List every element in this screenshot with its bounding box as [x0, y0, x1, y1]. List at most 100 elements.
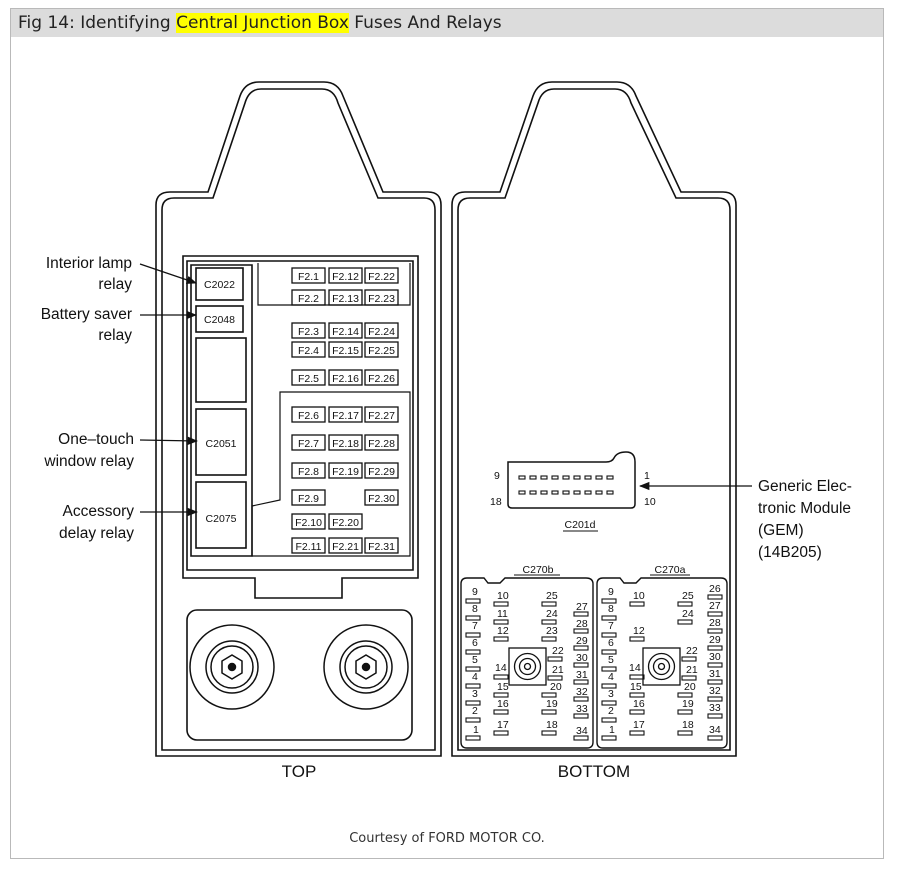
caption-bar: Fig 14: Identifying Central Junction Box…: [11, 9, 883, 37]
c270b-pin-slots: [465, 598, 589, 741]
c270a-pin-17: 17: [633, 719, 645, 731]
connector-c270b-name: C270b: [523, 564, 554, 576]
c270a-pin-labels: 26 9 10 25 27 8 24 7 28 6 12 29 5 22 30 …: [608, 583, 721, 736]
c270a-pin-6: 6: [608, 637, 614, 649]
c270a-pin-12: 12: [633, 625, 645, 637]
c270a-pin-25: 25: [682, 590, 694, 602]
c270b-pin-34: 34: [576, 725, 588, 737]
fuse-f2-24: F2.24: [368, 326, 395, 338]
fuse-f2-16: F2.16: [332, 373, 359, 385]
caption-prefix: Fig 14: Identifying: [18, 13, 177, 33]
callouts-left: Interior lamp relay Battery saver relay …: [41, 255, 199, 542]
c270a-pin-33: 33: [709, 702, 721, 714]
fuse-f2-21: F2.21: [332, 541, 359, 553]
gem-pin-9: 9: [494, 470, 500, 482]
fuse-grid: [291, 267, 399, 554]
top-housing-inner: [161, 88, 436, 751]
c270b-pin-11: 11: [497, 608, 508, 620]
relay-label-c2048: C2048: [204, 314, 235, 326]
c270b-pin-33: 33: [576, 703, 588, 715]
bottom-housing-outer: [451, 81, 737, 757]
c270a-pin-slots: [601, 594, 723, 741]
c270a-pin-27: 27: [709, 600, 721, 612]
c270a-pin-9: 9: [608, 586, 614, 598]
c270a-pin-5: 5: [608, 654, 614, 666]
relay-label-c2051: C2051: [206, 438, 237, 450]
c270a-pin-15: 15: [630, 681, 642, 693]
gem-pin-18: 18: [490, 496, 502, 508]
c270a-pin-20: 20: [684, 681, 696, 693]
fuse-f2-31: F2.31: [368, 541, 395, 553]
fuse-panel-inner: [186, 260, 414, 571]
c270b-pin-5: 5: [472, 654, 478, 666]
fuse-f2-26: F2.26: [368, 373, 395, 385]
c270b-pin-17: 17: [497, 719, 509, 731]
c270b-pin-16: 16: [497, 698, 509, 710]
c270b-pin-30: 30: [576, 652, 588, 664]
fuse-f2-30: F2.30: [368, 493, 395, 505]
c270b-pin-20: 20: [550, 681, 562, 693]
c270b-pin-29: 29: [576, 635, 588, 647]
c270b-pin-6: 6: [472, 637, 478, 649]
c270b-pin-8: 8: [472, 603, 478, 615]
fuse-f2-19: F2.19: [332, 466, 359, 478]
callout-accessory-1: Accessory: [63, 503, 135, 520]
c270b-pin-23: 23: [546, 625, 558, 637]
fuse-f2-12: F2.12: [332, 271, 359, 283]
c270a-pin-19: 19: [682, 698, 694, 710]
c270a-pin-24: 24: [682, 608, 694, 620]
fuse-f2-27: F2.27: [368, 410, 395, 422]
c270b-shell: [460, 577, 594, 749]
gem-pin-10: 10: [644, 496, 656, 508]
callout-interior-lamp-2: relay: [98, 276, 132, 293]
c270a-pin-1: 1: [609, 724, 615, 736]
c270a-pin-31: 31: [709, 668, 721, 680]
fuse-f2-9: F2.9: [298, 493, 319, 505]
c270b-pin-32: 32: [576, 686, 588, 698]
c270a-pin-2: 2: [608, 705, 614, 717]
relay-one-touch: C2051: [195, 408, 247, 476]
c270a-pin-34: 34: [709, 724, 721, 736]
c270a-pin-22: 22: [686, 645, 698, 657]
fuse-f2-29: F2.29: [368, 466, 395, 478]
c270a-pin-32: 32: [709, 685, 721, 697]
fuse-f2-23: F2.23: [368, 293, 395, 305]
top-base-plate: [186, 609, 413, 741]
c270b-pin-2: 2: [472, 705, 478, 717]
fuse-panel-outline: [182, 255, 419, 599]
c270a-stud-box: [642, 647, 681, 686]
c270a-pin-29: 29: [709, 634, 721, 646]
callout-gem-3: (GEM): [758, 522, 804, 539]
c270a-shell: [596, 577, 728, 749]
gem-connector-name: C201d: [565, 519, 596, 531]
top-housing-outer: [155, 81, 442, 757]
c270a-pin-4: 4: [608, 671, 614, 683]
c270a-pin-30: 30: [709, 651, 721, 663]
fuse-f2-7: F2.7: [298, 438, 319, 450]
relay-label-c2075: C2075: [206, 513, 237, 525]
c201d-labels: 9 1 18 10 C201d: [490, 470, 656, 531]
fuse-f2-11: F2.11: [295, 541, 321, 553]
fuse-group-lower: [251, 391, 411, 557]
fuse-f2-25: F2.25: [368, 345, 395, 357]
callout-accessory-2: delay relay: [59, 525, 134, 542]
bottom-view: [451, 81, 737, 757]
c270b-pin-labels: 9 10 25 8 11 24 27 7 23 28 6 12 29 5 22 …: [472, 586, 588, 737]
relay-label-c2022: C2022: [204, 279, 235, 291]
caption-highlight: Central Junction Box: [176, 13, 349, 33]
callout-gem-2: tronic Module: [758, 500, 851, 517]
c270b-pin-31: 31: [576, 669, 588, 681]
gem-pin-1: 1: [644, 470, 650, 482]
c270a-pin-7: 7: [608, 620, 614, 632]
c270b-pin-12: 12: [497, 625, 509, 637]
fuse-f2-4: F2.4: [298, 345, 319, 357]
c201d-pins: [518, 475, 614, 495]
c270b-pin-14: 14: [495, 662, 507, 674]
c270a-pin-3: 3: [608, 688, 614, 700]
callout-one-touch-2: window relay: [43, 453, 134, 470]
c270a-pin-18: 18: [682, 719, 694, 731]
c270b-pin-7: 7: [472, 620, 478, 632]
c270b-pin-22: 22: [552, 645, 564, 657]
c270b-pin-1: 1: [473, 724, 479, 736]
